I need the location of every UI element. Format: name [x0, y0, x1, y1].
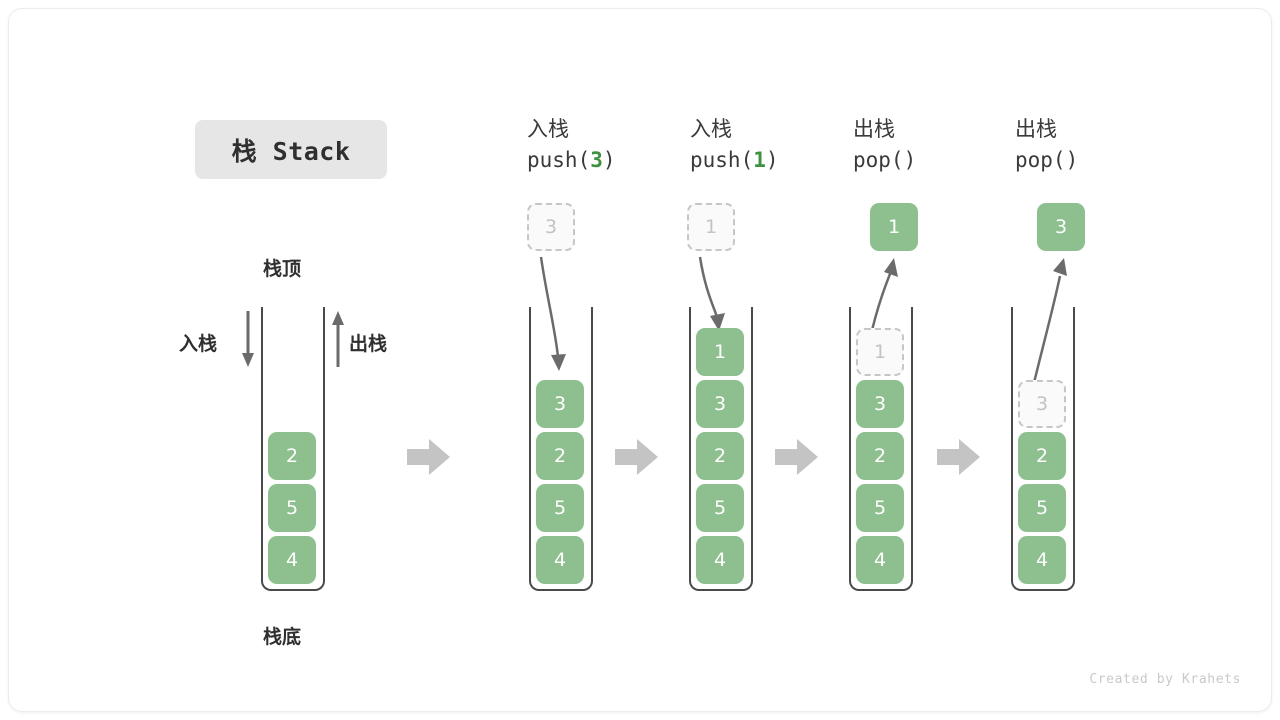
stack-cell-ghost: 3: [1018, 380, 1066, 428]
column-header-cn: 出栈: [1015, 117, 1057, 141]
flow-arrow-icon: [615, 439, 658, 475]
push-direction-arrow-icon: [242, 311, 254, 367]
floating-ghost-cell: 1: [687, 203, 735, 251]
column-header-cn: 入栈: [527, 117, 569, 141]
stack-container: [689, 307, 753, 591]
column-header-push-3: 入栈 push(3): [527, 114, 697, 176]
stack-cell: 3: [696, 380, 744, 428]
stack-cell: 2: [536, 432, 584, 480]
stack-cell: 5: [856, 484, 904, 532]
stack-top-label: 栈顶: [263, 258, 302, 280]
column-header-code: push(3): [527, 148, 616, 172]
stack-bottom-label: 栈底: [263, 626, 302, 648]
column-header-push-1: 入栈 push(1): [690, 114, 860, 176]
column-header-code: pop(): [1015, 148, 1079, 172]
stack-container: [849, 307, 913, 591]
flow-arrow-icon: [937, 439, 980, 475]
stack-container: [1011, 307, 1075, 591]
stack-cell: 1: [696, 328, 744, 376]
stack-cell: 2: [268, 432, 316, 480]
stack-cell: 2: [1018, 432, 1066, 480]
code-argument: 1: [753, 148, 766, 172]
stack-cell: 3: [856, 380, 904, 428]
stack-cell: 2: [856, 432, 904, 480]
stack-cell: 2: [696, 432, 744, 480]
column-header-code: push(1): [690, 148, 779, 172]
floating-popped-cell: 1: [870, 203, 918, 251]
stack-cell: 4: [696, 536, 744, 584]
diagram-title-chip: 栈 Stack: [195, 120, 387, 179]
pop-direction-arrow-icon: [332, 311, 344, 367]
column-header-pop-1: 出栈 pop(): [853, 114, 1023, 176]
page-title: 栈 Stack: [231, 136, 351, 166]
push-motion-arrow-icon: [698, 256, 725, 331]
push-motion-arrow-icon: [539, 256, 566, 371]
flow-arrow-icon: [775, 439, 818, 475]
floating-popped-cell: 3: [1037, 203, 1085, 251]
stack-cell: 4: [856, 536, 904, 584]
code-argument: 3: [590, 148, 603, 172]
stack-cell: 4: [268, 536, 316, 584]
stack-cell-ghost: 1: [856, 328, 904, 376]
stack-cell: 5: [696, 484, 744, 532]
stack-cell: 4: [536, 536, 584, 584]
stack-container: [261, 307, 325, 591]
column-header-cn: 出栈: [853, 117, 895, 141]
stack-cell: 4: [1018, 536, 1066, 584]
stack-cell: 3: [536, 380, 584, 428]
diagram-card: 栈 Stack 栈顶 栈底 入栈 出栈 2 5 4 入栈 push(3) 3 3: [8, 8, 1272, 712]
column-header-pop-3: 出栈 pop(): [1015, 114, 1185, 176]
flow-arrow-icon: [407, 439, 450, 475]
column-header-cn: 入栈: [690, 117, 732, 141]
pop-label: 出栈: [349, 333, 388, 355]
stack-cell: 5: [536, 484, 584, 532]
floating-ghost-cell: 3: [527, 203, 575, 251]
stack-container: [529, 307, 593, 591]
footer-credit: Created by Krahets: [1089, 672, 1241, 687]
push-label: 入栈: [179, 333, 218, 355]
stack-cell: 5: [1018, 484, 1066, 532]
stack-cell: 5: [268, 484, 316, 532]
column-header-code: pop(): [853, 148, 917, 172]
